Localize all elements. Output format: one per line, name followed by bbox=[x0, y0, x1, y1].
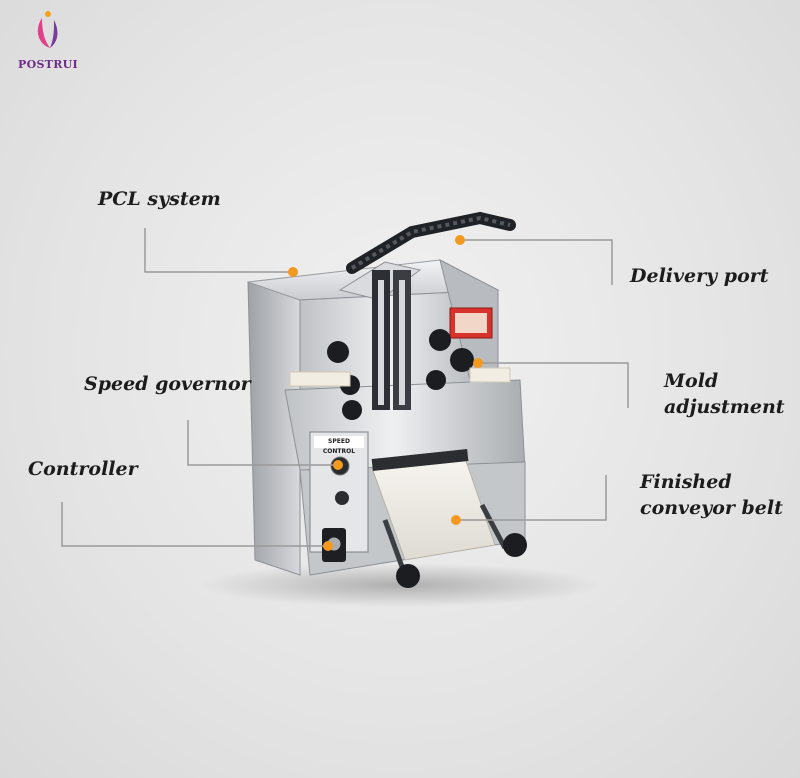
label-finished-conveyor: Finished conveyor belt bbox=[640, 469, 783, 521]
warning-sticker-inner bbox=[455, 313, 487, 333]
label-pcl-system: PCL system bbox=[98, 188, 221, 210]
brand-logo-icon bbox=[37, 11, 58, 48]
speed-control-label-plate bbox=[314, 436, 364, 448]
leader-finished-conveyor bbox=[456, 475, 607, 521]
secondary-dial[interactable] bbox=[335, 491, 349, 505]
dough-strip-left bbox=[289, 371, 351, 387]
label-mold-adjustment-line2: adjustment bbox=[664, 396, 785, 418]
dot-speed-governor bbox=[333, 460, 343, 470]
delivery-arm-chain bbox=[350, 215, 511, 270]
leader-speed-governor bbox=[187, 420, 338, 466]
label-controller: Controller bbox=[28, 458, 138, 480]
dot-pcl-system bbox=[288, 267, 298, 277]
leader-lines bbox=[61, 228, 629, 547]
leader-pcl-system bbox=[144, 228, 293, 273]
leader-controller bbox=[61, 502, 328, 547]
dot-mold-adjustment bbox=[473, 358, 483, 368]
brand-name: POSTRUI bbox=[18, 58, 78, 71]
label-mold-adjustment-line1: Mold bbox=[664, 370, 719, 392]
dough-strip-right bbox=[469, 367, 511, 383]
dot-controller bbox=[323, 541, 333, 551]
leader-mold-adjustment bbox=[478, 362, 629, 408]
label-speed-governor: Speed governor bbox=[84, 373, 251, 395]
conveyor-knob-left bbox=[396, 564, 420, 588]
speed-control-title: SPEED CONTROL bbox=[322, 438, 356, 455]
brand-block: POSTRUI bbox=[14, 12, 82, 71]
delivery-arm bbox=[346, 211, 516, 274]
dot-finished-conveyor bbox=[451, 515, 461, 525]
roller-strip-left bbox=[378, 280, 384, 405]
callout-dots bbox=[288, 235, 483, 551]
conveyor-top-roller bbox=[371, 449, 469, 471]
conveyor-knob-right bbox=[503, 533, 527, 557]
leader-delivery-port bbox=[460, 239, 613, 285]
label-delivery-port: Delivery port bbox=[630, 265, 769, 287]
dot-delivery-port bbox=[455, 235, 465, 245]
roller-strip-right bbox=[399, 280, 405, 405]
label-finished-conveyor-line1: Finished bbox=[640, 471, 732, 493]
label-finished-conveyor-line2: conveyor belt bbox=[640, 497, 783, 519]
label-mold-adjustment: Mold adjustment bbox=[664, 368, 785, 420]
conveyor-rail-right bbox=[479, 503, 508, 550]
